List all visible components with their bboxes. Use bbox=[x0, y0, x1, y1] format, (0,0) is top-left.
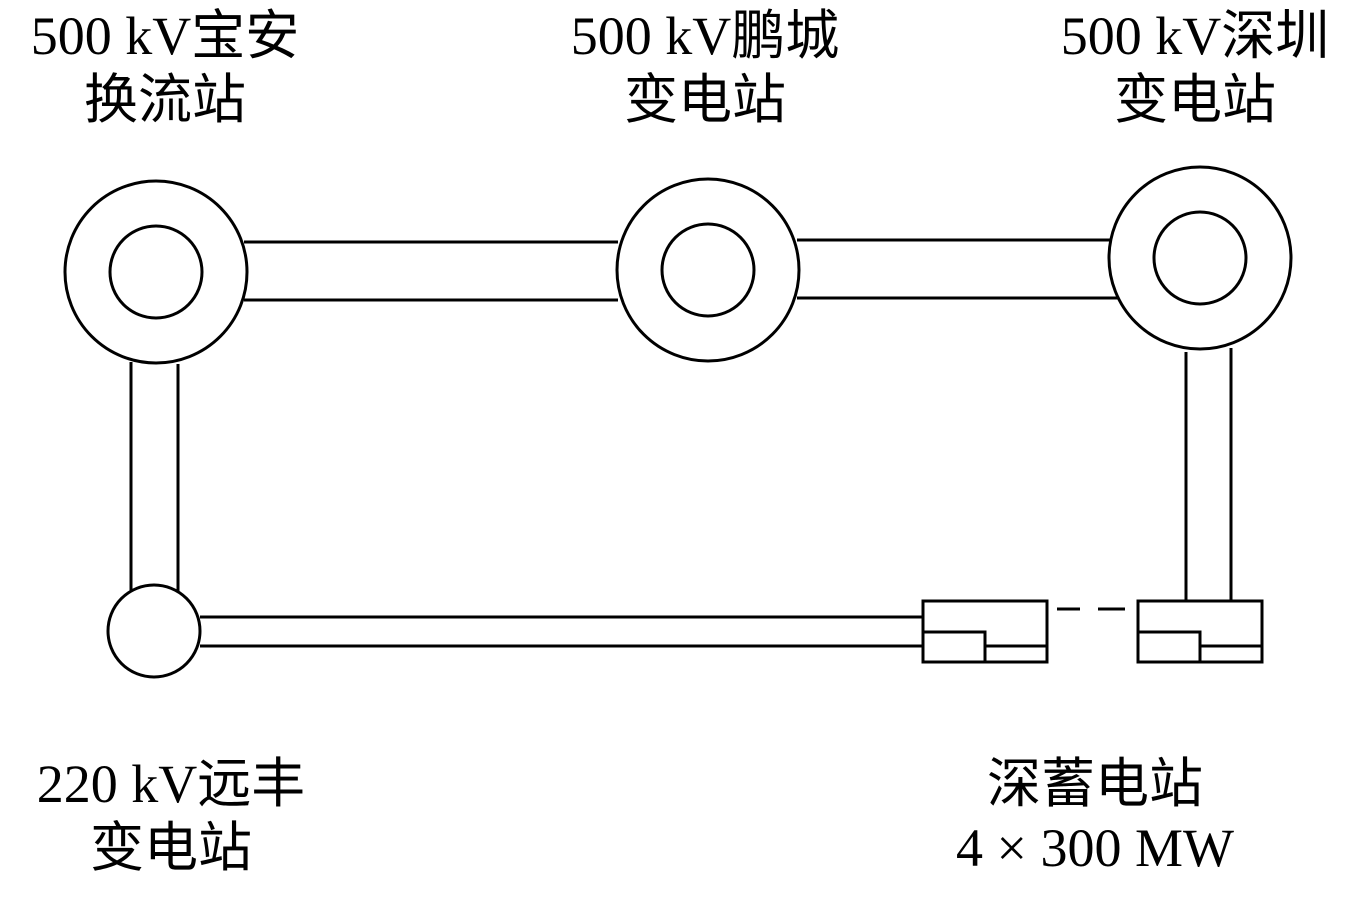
pengcheng-station-name: 500 kV鹏城 bbox=[570, 6, 840, 66]
shenxu-plant-symbol-right bbox=[1136, 599, 1264, 664]
shenxu-station-name: 深蓄电站 bbox=[987, 754, 1203, 814]
baoan-station-label: 500 kV宝安 换流站 bbox=[0, 4, 330, 132]
pengcheng-station-symbol bbox=[615, 177, 801, 363]
shenxu-station-capacity: 4 × 300 MW bbox=[956, 818, 1234, 878]
yuanfeng-station-name: 220 kV远丰 bbox=[36, 754, 306, 814]
yuanfeng-station-symbol bbox=[106, 583, 202, 679]
shenzhen-station-type: 变电站 bbox=[1114, 70, 1276, 130]
shenxu-plant-symbol-left bbox=[921, 599, 1049, 664]
yuanfeng-station-type: 变电站 bbox=[90, 818, 252, 878]
baoan-station-symbol bbox=[63, 179, 249, 365]
shenzhen-station-name: 500 kV深圳 bbox=[1060, 6, 1330, 66]
pengcheng-station-label: 500 kV鹏城 变电站 bbox=[540, 4, 870, 132]
shenzhen-station-symbol bbox=[1107, 165, 1293, 351]
shenxu-station-label: 深蓄电站 4 × 300 MW bbox=[925, 752, 1265, 880]
baoan-station-name: 500 kV宝安 bbox=[30, 6, 300, 66]
baoan-station-type: 换流站 bbox=[84, 70, 246, 130]
shenzhen-station-label: 500 kV深圳 变电站 bbox=[1030, 4, 1360, 132]
pengcheng-station-type: 变电站 bbox=[624, 70, 786, 130]
yuanfeng-station-label: 220 kV远丰 变电站 bbox=[6, 752, 336, 880]
